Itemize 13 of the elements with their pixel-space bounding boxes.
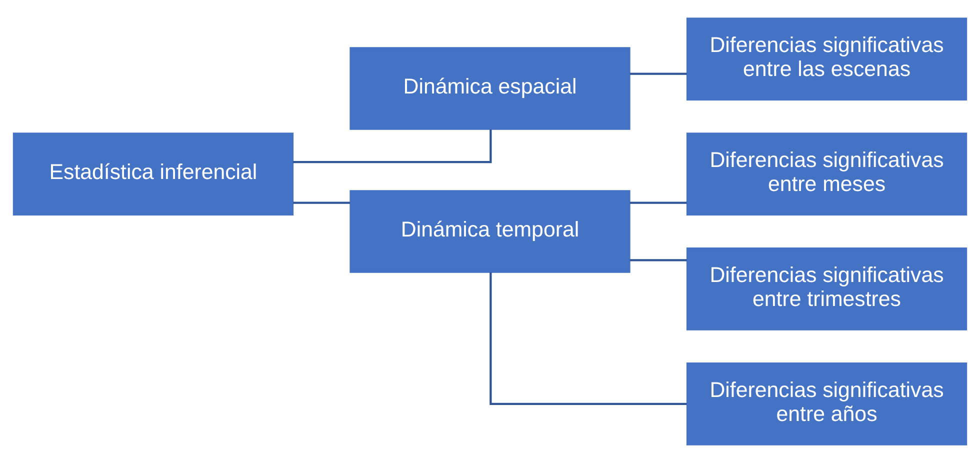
node-box: Estadística inferencial [12,132,294,216]
node-box: Dinámica espacial [350,47,630,130]
connector [630,202,687,204]
node-box: Dinámica temporal [350,190,630,273]
node-box: Diferencias significativas entre las escenas [686,18,968,101]
node-box: Diferencias significativas entre años [686,362,968,446]
connector [490,272,687,405]
node-box: Diferencias significativas entre trimestres [686,248,968,330]
connector [630,259,687,262]
connector [630,72,687,75]
connector [292,130,492,164]
node-box: Diferencias significativas entre meses [686,132,968,216]
connector [293,202,350,204]
